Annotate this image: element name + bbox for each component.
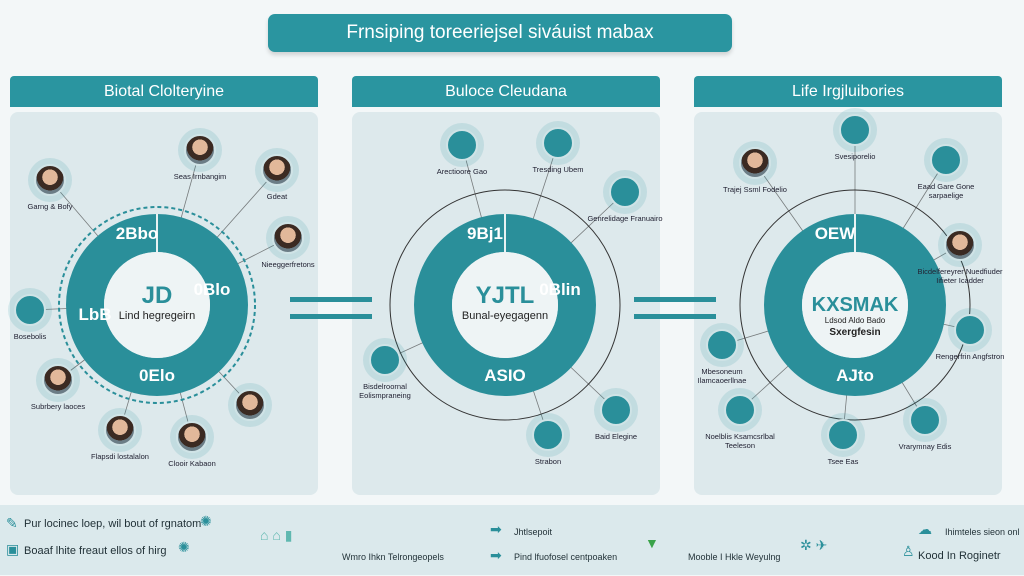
arrow-icon: ➡	[490, 521, 502, 537]
node-label: Baid Elegine	[594, 432, 638, 441]
avatar[interactable]	[272, 222, 304, 254]
node-icon[interactable]	[954, 314, 986, 346]
node-icon[interactable]	[609, 176, 641, 208]
node-label: Strabon	[534, 457, 562, 466]
ring-segment-label: 0Elo	[139, 366, 175, 385]
avatar[interactable]	[104, 414, 136, 446]
badge-icon: ✺	[200, 513, 212, 529]
node-label: Vrarymnay Edis	[898, 442, 952, 451]
outer-orbit	[389, 189, 621, 421]
avatar[interactable]	[184, 134, 216, 166]
cloud-icon: ☁	[918, 521, 932, 537]
node-label: Subrbery laoces	[30, 402, 86, 411]
ring-segment-label: LbB	[78, 305, 111, 324]
equals-divider	[290, 297, 372, 302]
ring-center	[104, 252, 210, 358]
node-icon[interactable]	[542, 127, 574, 159]
node-icon[interactable]	[724, 394, 756, 426]
ring-segment-label: 9Bj1	[467, 224, 503, 243]
avatar[interactable]	[34, 164, 66, 196]
avatar[interactable]	[42, 364, 74, 396]
ring-segment-label: 0Blo	[194, 280, 231, 299]
node-icon[interactable]	[532, 419, 564, 451]
node-label: Tresding Ubem	[532, 165, 584, 174]
center-label: Ldsod Aldo Bado	[825, 316, 886, 325]
badge-icon: ✺	[178, 539, 190, 555]
center-label: Bunal-eyegagenn	[462, 310, 548, 322]
node-label: Gdeat	[266, 192, 288, 201]
center-logo: KXSMAK	[812, 294, 899, 316]
node-label: Nieeggerfretons	[261, 260, 315, 269]
node-label: Seas Irnbangim	[173, 172, 227, 181]
legend-item: Mooble I Hkle Weyulng	[688, 552, 781, 562]
legend-item: Pind lfuofosel centpoaken	[514, 552, 618, 562]
node-icon[interactable]	[839, 114, 871, 146]
node-label: Flapsdi lostalalon	[91, 452, 149, 461]
ring-center	[452, 252, 558, 358]
legend-item: Boaaf lhite freaut ellos of hirg	[24, 545, 167, 557]
node-icon[interactable]	[446, 129, 478, 161]
ring-segment-label: 2Bbo	[116, 224, 159, 243]
panel-header: Life Irgjluibories	[694, 76, 1002, 107]
equals-divider	[634, 297, 716, 302]
node-icon[interactable]	[600, 394, 632, 426]
node-label: Svesiporelio	[834, 152, 876, 161]
outer-orbit	[58, 206, 256, 404]
document-icon: ▣	[6, 541, 20, 557]
equals-divider	[634, 314, 716, 319]
node-label: Bicdelfereyrer Nuedfiuder Iifieter Icadd…	[917, 267, 1003, 285]
avatar[interactable]	[739, 147, 771, 179]
panel-header: Buloce Cleudana	[352, 76, 660, 107]
pen-icon: ✎	[6, 515, 18, 531]
ring-center	[802, 252, 908, 358]
panel-header: Biotal Clolteryine	[10, 76, 318, 107]
network-icon: ✲ ✈	[800, 537, 828, 553]
avatar[interactable]	[261, 154, 293, 186]
node-icon[interactable]	[930, 144, 962, 176]
legend-item: Kood In Roginetr	[918, 550, 1001, 562]
node-label: Eaad Gare Gone sarpaelige	[917, 182, 975, 200]
center-logo: YJTL	[476, 282, 535, 309]
node-label: Trajej Ssml Fodelio	[723, 185, 787, 194]
node-label: Bisdelroornal Eolismpraneing	[359, 382, 411, 400]
person-icon: ♙	[902, 543, 915, 559]
center-sublabel: Sxergfesin	[829, 327, 880, 338]
ring-segment-label: AJto	[836, 366, 874, 385]
node-icon[interactable]	[827, 419, 859, 451]
equals-divider	[290, 314, 372, 319]
node-label: Tsee Eas	[827, 457, 859, 466]
node-label: Bosebolis	[13, 332, 47, 341]
ring-segment-label: ASIO	[484, 366, 526, 385]
node-label: Clooir Kabaon	[168, 459, 216, 468]
arrow-icon: ➡	[490, 547, 502, 563]
node-label: Garng & Bofy	[27, 202, 73, 211]
node-icon[interactable]	[14, 294, 46, 326]
plant-icon: ▼	[645, 535, 659, 551]
ring-segment-label: 0Blin	[539, 280, 581, 299]
legend-item: Pur locinec loep, wil bout of rgnatom	[24, 518, 202, 530]
legend-item: Ihimteles sieon onl	[945, 527, 1020, 537]
node-label: Arectioore Gao	[436, 167, 488, 176]
node-icon[interactable]	[909, 404, 941, 436]
node-label: Mbesoneum Ilamcaoerllnae	[697, 367, 747, 385]
bottom-legend-strip: ✎ Pur locinec loep, wil bout of rgnatom …	[0, 505, 1024, 575]
legend-item: Wmro Ihkn Telrongeopels	[342, 552, 444, 562]
node-label: Genrelidage Franuairo	[587, 214, 663, 223]
legend-item: Jhtlsepoit	[514, 527, 553, 537]
node-icon[interactable]	[706, 329, 738, 361]
outer-orbit	[739, 189, 971, 421]
center-logo: JD	[142, 282, 173, 309]
node-label: Rengerfrin Angfstron	[935, 352, 1005, 361]
node-label: Noelblis Ksamcsrlbal Teeleson	[705, 432, 775, 450]
ring-segment-label: OEW	[815, 224, 857, 243]
center-label: Lind hegregeirn	[119, 310, 195, 322]
node-icon[interactable]	[369, 344, 401, 376]
avatar[interactable]	[944, 229, 976, 261]
map-icon: ⌂ ⌂ ▮	[260, 527, 293, 543]
avatar[interactable]	[176, 421, 208, 453]
main-title: Frnsiping toreeriejsel siváuist mabax	[268, 14, 732, 52]
avatar[interactable]	[234, 389, 266, 421]
